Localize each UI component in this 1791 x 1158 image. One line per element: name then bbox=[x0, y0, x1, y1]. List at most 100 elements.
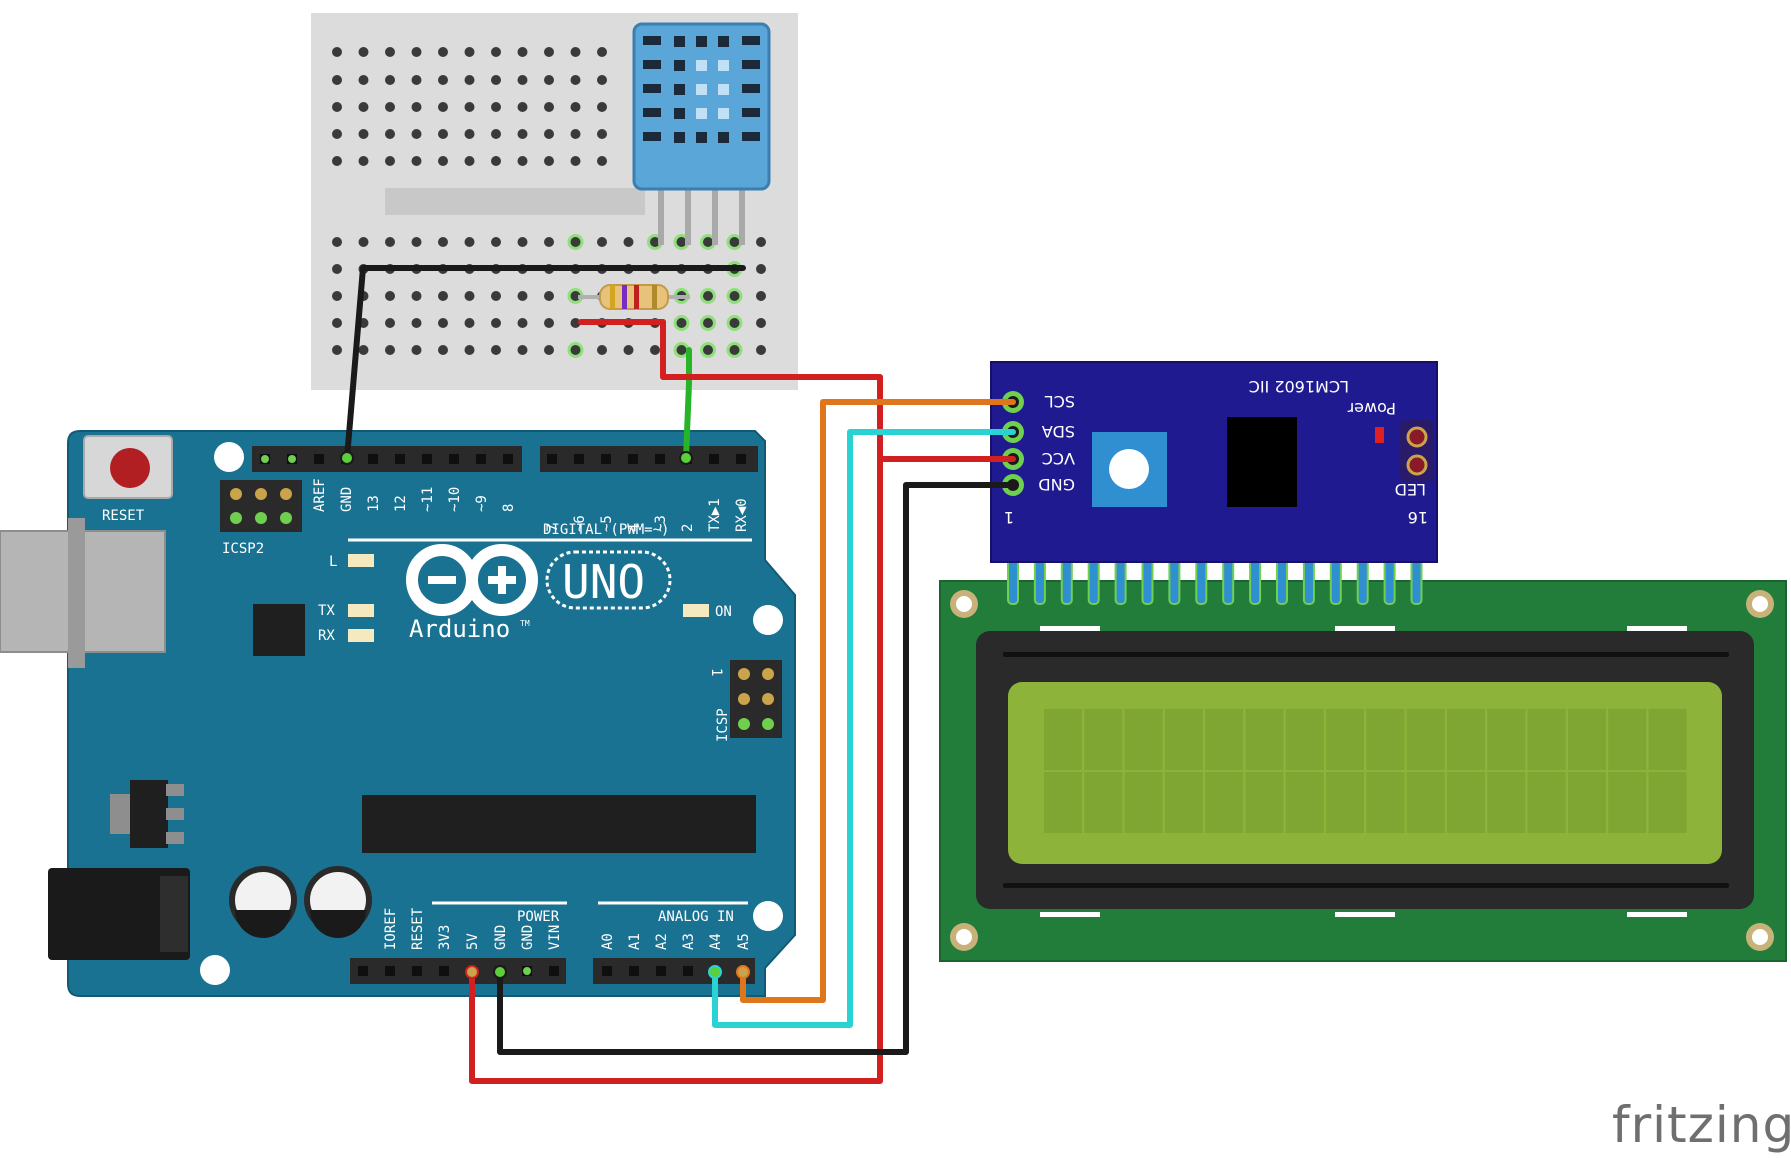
power-pin-label: RESET bbox=[410, 907, 426, 950]
breadboard-hole bbox=[438, 47, 448, 57]
header-pin-hole bbox=[656, 966, 666, 976]
breadboard-hole bbox=[650, 237, 660, 247]
breadboard-hole bbox=[411, 102, 422, 112]
breadboard-hole bbox=[517, 291, 528, 301]
breadboard-hole bbox=[650, 345, 660, 355]
on-led-label: ON bbox=[715, 604, 732, 620]
breadboard-hole bbox=[544, 129, 554, 139]
breadboard-hole bbox=[491, 102, 501, 112]
header-pin-hole bbox=[547, 454, 557, 464]
dht-grille-hole bbox=[718, 108, 729, 119]
breadboard-hole bbox=[570, 345, 581, 355]
potentiometer[interactable] bbox=[1092, 432, 1167, 507]
breadboard-hole bbox=[464, 291, 475, 301]
digital-pin-label: ~9 bbox=[474, 495, 490, 512]
wire-black-gnd bbox=[497, 482, 1016, 1055]
breadboard-hole bbox=[332, 156, 342, 166]
dht-slot bbox=[643, 36, 661, 45]
dht-slot bbox=[742, 36, 760, 45]
breadboard-hole bbox=[385, 291, 395, 301]
breadboard-hole bbox=[411, 75, 422, 85]
digital-header-right bbox=[540, 446, 758, 472]
atmega-chip bbox=[362, 795, 756, 853]
dht-grille-hole bbox=[674, 108, 685, 119]
header-pin-hole bbox=[602, 966, 612, 976]
l-led bbox=[348, 554, 374, 567]
breadboard-hole bbox=[464, 129, 475, 139]
lcd-character-cells bbox=[1044, 709, 1687, 833]
header-pin-hole bbox=[449, 454, 459, 464]
lcd-char-cell bbox=[1285, 709, 1324, 770]
breadboard-hole bbox=[676, 237, 687, 247]
lcd-char-cell bbox=[1487, 709, 1526, 770]
breadboard-hole bbox=[332, 47, 342, 57]
usb-chip bbox=[253, 604, 305, 656]
breadboard-hole bbox=[517, 318, 528, 328]
breadboard-hole bbox=[438, 156, 448, 166]
breadboard-hole bbox=[544, 156, 554, 166]
analog-label: ANALOG IN bbox=[658, 909, 734, 925]
breadboard-hole bbox=[411, 291, 422, 301]
dht-grille-hole bbox=[718, 132, 729, 143]
breadboard-hole bbox=[491, 156, 501, 166]
header-pin-hole bbox=[358, 966, 368, 976]
mounting-hole bbox=[200, 955, 230, 985]
breadboard-hole bbox=[491, 237, 501, 247]
dht-slot bbox=[643, 108, 661, 117]
i2c-pin-label: GND bbox=[1038, 475, 1075, 494]
header-pin-hole bbox=[385, 966, 395, 976]
breadboard-hole bbox=[676, 345, 687, 355]
breadboard-hole bbox=[358, 47, 369, 57]
breadboard-hole bbox=[703, 237, 713, 247]
breadboard-hole bbox=[756, 291, 766, 301]
breadboard-hole bbox=[570, 129, 581, 139]
header-pin-hole bbox=[601, 454, 611, 464]
breadboard-hole bbox=[332, 264, 342, 274]
power-pin-label: 3V3 bbox=[437, 925, 453, 950]
tx-led bbox=[348, 604, 374, 617]
lcd-char-cell bbox=[1326, 709, 1365, 770]
breadboard-hole bbox=[332, 318, 342, 328]
breadboard-hole bbox=[703, 318, 713, 328]
dht-grille-hole bbox=[674, 60, 685, 71]
breadboard-hole bbox=[385, 345, 395, 355]
dht-grille-hole bbox=[674, 84, 685, 95]
lcd-char-cell bbox=[1326, 772, 1365, 833]
voltage-regulator bbox=[110, 780, 184, 848]
icsp-pin1-label: 1 bbox=[708, 668, 724, 676]
digital-pin-label: 13 bbox=[366, 495, 382, 512]
led-jumper[interactable] bbox=[1400, 420, 1434, 482]
digital-pin-label: ~3 bbox=[653, 515, 669, 532]
breadboard-hole bbox=[597, 129, 607, 139]
lcd-char-cell bbox=[1608, 709, 1647, 770]
breadboard-hole bbox=[517, 345, 528, 355]
reset-button[interactable] bbox=[83, 435, 173, 499]
icsp2-header bbox=[220, 480, 302, 532]
mounting-hole bbox=[753, 605, 783, 635]
breadboard-hole bbox=[491, 129, 501, 139]
breadboard-hole bbox=[464, 102, 475, 112]
wire-green-data bbox=[683, 347, 692, 461]
lcd-char-cell bbox=[1285, 772, 1324, 833]
lcd-char-cell bbox=[1487, 772, 1526, 833]
digital-pin-label: ~10 bbox=[447, 487, 463, 512]
dht-sensor bbox=[632, 22, 771, 245]
lcd-char-cell bbox=[1648, 772, 1687, 833]
breadboard-hole bbox=[438, 102, 448, 112]
dht-grille-hole bbox=[696, 108, 707, 119]
tx-led-label: TX bbox=[318, 603, 335, 619]
digital-pin-label: RX◀0 bbox=[734, 498, 750, 532]
icsp-label: ICSP bbox=[715, 708, 731, 742]
power-jack bbox=[48, 868, 190, 960]
lcd-char-cell bbox=[1527, 709, 1566, 770]
breadboard-hole bbox=[464, 345, 475, 355]
breadboard-hole bbox=[570, 75, 581, 85]
lcd-1602-display bbox=[939, 528, 1787, 962]
digital-pin-label: AREF bbox=[312, 478, 328, 512]
dht-slot bbox=[742, 84, 760, 93]
breadboard-hole bbox=[411, 237, 422, 247]
breadboard-hole bbox=[332, 345, 342, 355]
breadboard-hole bbox=[570, 156, 581, 166]
